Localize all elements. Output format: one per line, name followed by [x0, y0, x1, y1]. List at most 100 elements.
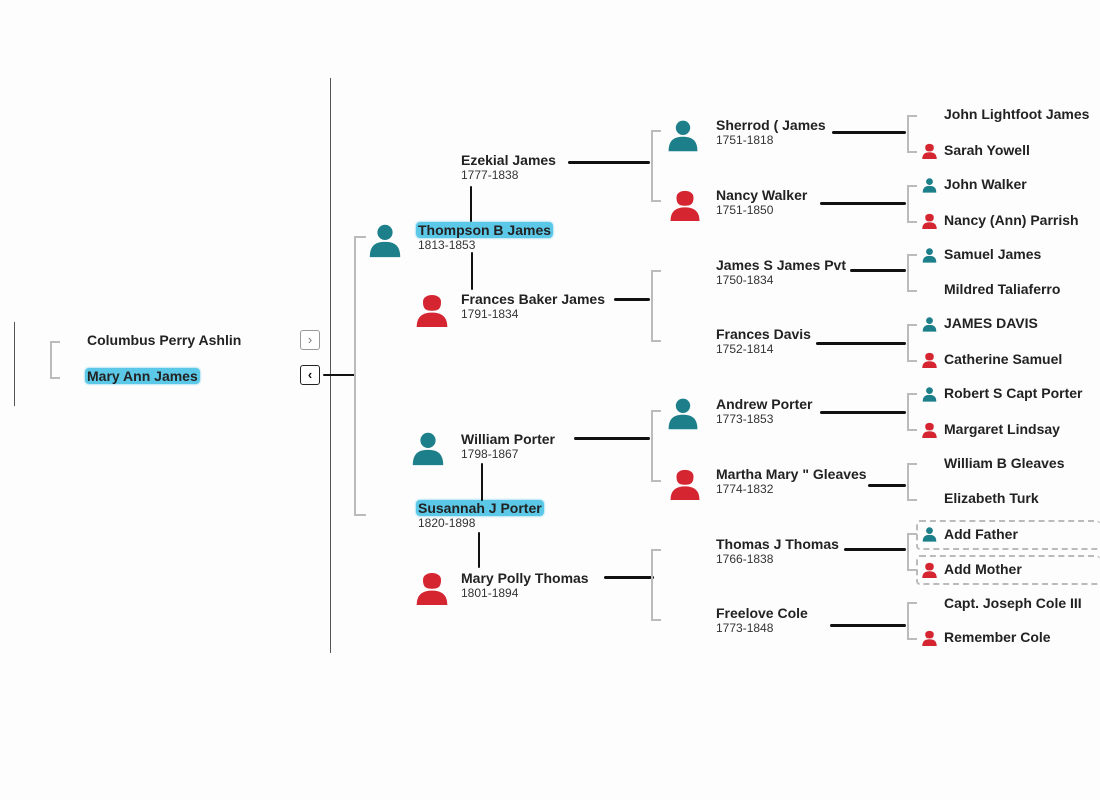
great-grandparents-bracket — [907, 393, 917, 431]
female-person-icon — [414, 567, 450, 607]
gen3-name[interactable]: Freelove Cole — [716, 605, 808, 621]
left-panel-edge — [14, 322, 15, 406]
male-person-icon — [921, 385, 938, 403]
ink-connector — [868, 484, 906, 487]
self-name-label: Mary Ann James — [85, 368, 200, 384]
great-grandparents-bracket — [907, 533, 917, 571]
ink-connector — [471, 252, 473, 290]
female-person-icon — [668, 184, 702, 224]
gen4-name[interactable]: Capt. Joseph Cole III — [944, 595, 1082, 611]
gen4-name[interactable]: Elizabeth Turk — [944, 490, 1039, 506]
gen2-dates: 1801-1894 — [461, 586, 519, 600]
gen4-name[interactable]: Margaret Lindsay — [944, 421, 1060, 437]
gen2-name[interactable]: William Porter — [461, 431, 556, 447]
female-person-icon — [921, 350, 938, 369]
gen3-dates: 1773-1848 — [716, 621, 774, 635]
male-person-icon — [366, 221, 404, 259]
male-person-icon — [665, 116, 701, 154]
mother-name[interactable]: Susannah J Porter — [416, 500, 544, 516]
gen3-dates: 1750-1834 — [716, 273, 774, 287]
female-person-icon — [668, 463, 702, 503]
gen4-name[interactable]: Nancy (Ann) Parrish — [944, 212, 1079, 228]
add-father-box[interactable] — [916, 520, 1100, 550]
parents-bracket — [354, 236, 366, 516]
gen4-name[interactable]: JAMES DAVIS — [944, 315, 1038, 331]
ink-connector — [850, 269, 906, 272]
add-father-link[interactable]: Add Father — [944, 526, 1018, 542]
gen3-name[interactable]: Andrew Porter — [716, 396, 813, 412]
gen4-name[interactable]: Remember Cole — [944, 629, 1051, 645]
female-person-icon — [414, 289, 450, 329]
ink-connector — [844, 548, 906, 551]
root-bracket — [50, 341, 60, 379]
mother-dates: 1820-1898 — [418, 516, 476, 530]
great-grandparents-bracket — [907, 602, 917, 640]
grandparents-bracket — [651, 270, 661, 342]
male-person-icon — [921, 176, 938, 194]
gen4-name[interactable]: Sarah Yowell — [944, 142, 1030, 158]
add-mother-link[interactable]: Add Mother — [944, 561, 1022, 577]
expand-forward-button[interactable]: › — [300, 330, 320, 350]
great-grandparents-bracket — [907, 254, 917, 292]
gen4-name[interactable]: John Walker — [944, 176, 1027, 192]
great-grandparents-bracket — [907, 463, 917, 501]
great-grandparents-bracket — [907, 324, 917, 362]
add-mother-box[interactable] — [916, 555, 1100, 585]
gen4-name[interactable]: Mildred Taliaferro — [944, 281, 1061, 297]
great-grandparents-bracket — [907, 115, 917, 153]
gen2-dates: 1777-1838 — [461, 168, 519, 182]
female-person-icon — [921, 211, 938, 230]
ink-connector — [832, 131, 906, 134]
male-person-icon — [665, 394, 701, 432]
tree-panel-divider — [330, 78, 331, 653]
gen2-dates: 1798-1867 — [461, 447, 519, 461]
gen3-name[interactable]: Thomas J Thomas — [716, 536, 839, 552]
father-name[interactable]: Thompson B James — [416, 222, 554, 238]
chevron-right-icon: › — [307, 332, 313, 347]
gen3-dates: 1752-1814 — [716, 342, 774, 356]
gen3-dates: 1766-1838 — [716, 552, 774, 566]
grandparents-bracket — [651, 130, 661, 202]
ink-connector — [478, 532, 480, 568]
gen3-name[interactable]: Sherrod ( James — [716, 117, 826, 133]
grandparents-bracket — [651, 549, 661, 621]
gen3-dates: 1751-1850 — [716, 203, 774, 217]
mother-name-label: Susannah J Porter — [416, 500, 544, 516]
gen3-dates: 1774-1832 — [716, 482, 774, 496]
gen2-name[interactable]: Frances Baker James — [461, 291, 605, 307]
gen3-name[interactable]: James S James Pvt — [716, 257, 846, 273]
gen2-name[interactable]: Mary Polly Thomas — [461, 570, 589, 586]
ink-connector — [830, 624, 906, 627]
gen3-name[interactable]: Martha Mary " Gleaves — [716, 466, 867, 482]
gen4-name[interactable]: John Lightfoot James — [944, 106, 1090, 122]
female-person-icon — [921, 420, 938, 439]
female-person-icon — [921, 628, 938, 647]
male-person-icon — [921, 246, 938, 264]
ink-connector — [574, 437, 650, 440]
gen4-name[interactable]: Robert S Capt Porter — [944, 385, 1083, 401]
self-name[interactable]: Mary Ann James — [85, 368, 200, 384]
male-person-icon — [409, 429, 447, 467]
gen2-name[interactable]: Ezekial James — [461, 152, 556, 168]
male-person-icon — [921, 525, 938, 543]
gen3-dates: 1751-1818 — [716, 133, 774, 147]
gen4-name[interactable]: William B Gleaves — [944, 455, 1065, 471]
gen4-name[interactable]: Catherine Samuel — [944, 351, 1063, 367]
grandparents-bracket — [651, 410, 661, 482]
gen3-name[interactable]: Nancy Walker — [716, 187, 808, 203]
ink-connector — [470, 186, 472, 222]
female-person-icon — [921, 141, 938, 160]
father-dates: 1813-1853 — [418, 238, 476, 252]
connector-line — [323, 374, 355, 376]
gen3-name[interactable]: Frances Davis — [716, 326, 811, 342]
ink-connector — [568, 161, 650, 164]
ink-connector — [816, 342, 906, 345]
chevron-left-icon: ‹ — [307, 367, 313, 382]
gen4-name[interactable]: Samuel James — [944, 246, 1042, 262]
collapse-back-button[interactable]: ‹ — [300, 365, 320, 385]
spouse-name[interactable]: Columbus Perry Ashlin — [87, 332, 242, 348]
father-name-label: Thompson B James — [416, 222, 554, 238]
female-person-icon — [921, 560, 938, 579]
ink-connector — [614, 298, 650, 301]
